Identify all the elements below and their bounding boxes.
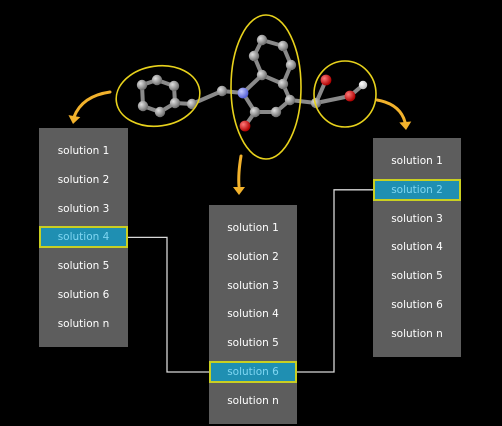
solution-item[interactable]: solution 3 (227, 279, 279, 292)
solution-item[interactable]: solution 2 (373, 178, 461, 201)
solution-list-middle: solution 1 solution 2 solution 3 solution 4… (209, 205, 297, 424)
solution-list-left: solution 1 solution 2 solution 3 solution 4… (39, 128, 128, 347)
carbon-atom (169, 97, 181, 109)
oxygen-atom (320, 74, 332, 86)
carbon-atom (249, 106, 261, 118)
bond (314, 94, 352, 105)
solution-item[interactable]: solution 6 (209, 361, 297, 383)
quinolinone-fragment-ring (230, 14, 302, 160)
arrow-to-right-list (375, 98, 407, 124)
oxygen-atom (344, 90, 356, 102)
acid-fragment-ring (313, 60, 377, 128)
solution-item[interactable]: solution 6 (391, 299, 443, 311)
solution-item[interactable]: solution 1 (57, 145, 110, 157)
solution-item[interactable]: solution 3 (391, 212, 443, 225)
carbon-atom (136, 79, 148, 91)
carbon-atom (285, 59, 297, 71)
bond (190, 89, 224, 106)
solution-item[interactable]: solution 1 (227, 222, 279, 234)
carbon-atom (277, 40, 289, 52)
arrow-to-middle-list (237, 154, 243, 188)
solution-item[interactable]: solution 4 (391, 241, 443, 254)
molecule-atoms (136, 34, 368, 132)
carbon-atom (151, 74, 163, 86)
solution-item[interactable]: solution 5 (391, 270, 443, 283)
carbon-atom (186, 98, 198, 110)
carbon-atom (310, 97, 322, 109)
fragment-arrows (68, 90, 412, 195)
solution-item[interactable]: solution n (227, 394, 279, 407)
carbon-atom (154, 106, 166, 118)
carbon-atom (216, 85, 228, 97)
connector-middle-to-right (297, 189, 373, 373)
solution-item[interactable]: solution 2 (227, 250, 279, 263)
carbon-atom (284, 94, 296, 106)
arrow-to-right-list-head (399, 121, 412, 130)
hydrogen-atom (358, 80, 368, 90)
solution-item[interactable]: solution 6 (57, 289, 110, 301)
solution-item[interactable]: solution 2 (57, 173, 110, 186)
phenyl-fragment-ring (115, 64, 201, 128)
carbon-atom (270, 106, 282, 118)
solution-item[interactable]: solution 3 (57, 202, 110, 215)
oxygen-atom (239, 120, 251, 132)
nitrogen-atom (237, 87, 249, 99)
arrow-to-middle-list-head (233, 187, 245, 195)
arrow-to-left-list-head (68, 115, 81, 124)
solution-list-right: solution 1 solution 2 solution 3 solution 4… (373, 138, 461, 357)
solution-item[interactable]: solution 4 (39, 226, 128, 249)
solution-item[interactable]: solution 5 (227, 337, 279, 350)
carbon-atom (277, 78, 289, 90)
carbon-atom (256, 69, 268, 81)
selection-connectors (128, 189, 373, 373)
solution-item[interactable]: solution 4 (227, 308, 279, 321)
carbon-atom (137, 100, 149, 112)
solution-item[interactable]: solution n (57, 317, 110, 330)
fragment-highlights (115, 14, 377, 160)
carbon-atom (256, 34, 268, 46)
carbon-atom (248, 50, 260, 62)
carbon-atom (168, 80, 180, 92)
arrow-to-left-list (72, 90, 112, 119)
solution-item[interactable]: solution 1 (391, 155, 443, 167)
connector-left-to-middle (128, 236, 209, 373)
solution-item[interactable]: solution n (391, 327, 443, 340)
solution-item[interactable]: solution 5 (57, 260, 110, 273)
